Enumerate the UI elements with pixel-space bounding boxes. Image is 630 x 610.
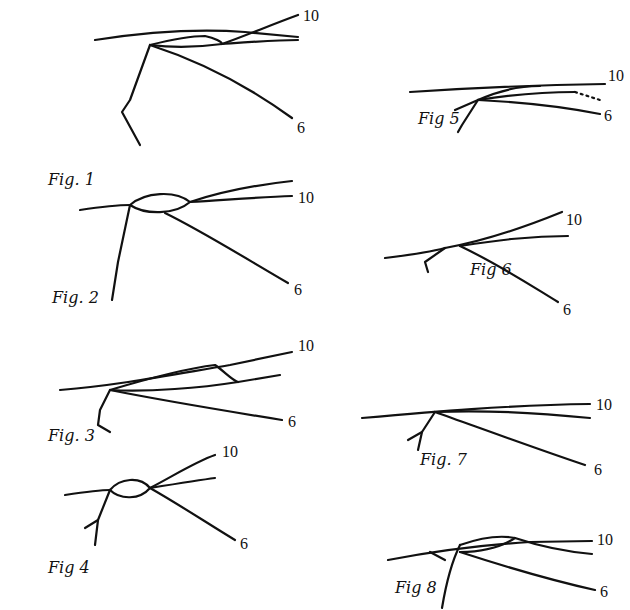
vein-number: 10 [222, 444, 238, 460]
vein-number: 10 [596, 397, 612, 413]
vein-number: 6 [563, 302, 571, 318]
vein-number: 6 [294, 282, 302, 298]
vein-number: 10 [298, 190, 314, 206]
venation-fig-8 [388, 537, 595, 608]
figure-label: Fig. 7 [420, 452, 467, 468]
vein-number: 6 [297, 120, 305, 136]
venation-fig-4 [65, 455, 235, 545]
vein-number: 6 [600, 584, 608, 600]
venation-fig-3 [60, 352, 292, 432]
figure-label: Fig 4 [48, 560, 90, 576]
vein-number: 10 [608, 68, 624, 84]
vein-number: 6 [604, 108, 612, 124]
figure-label: Fig 6 [470, 262, 512, 278]
figure-label: Fig. 1 [48, 172, 95, 188]
vein-number: 10 [566, 212, 582, 228]
venation-fig-2 [80, 181, 292, 300]
vein-number: 6 [240, 536, 248, 552]
venation-fig-5 [410, 84, 605, 132]
venation-fig-7 [362, 404, 590, 465]
vein-number: 6 [594, 462, 602, 478]
figure-label: Fig. 2 [52, 290, 99, 306]
vein-number: 10 [303, 8, 319, 24]
vein-number: 6 [288, 414, 296, 430]
figure-label: Fig. 3 [48, 428, 95, 444]
venation-fig-6 [385, 212, 568, 302]
figure-label: Fig 5 [418, 111, 460, 127]
vein-number: 10 [298, 338, 314, 354]
vein-number: 10 [597, 532, 613, 548]
figure-label: Fig 8 [395, 580, 437, 596]
venation-fig-1 [95, 15, 298, 145]
